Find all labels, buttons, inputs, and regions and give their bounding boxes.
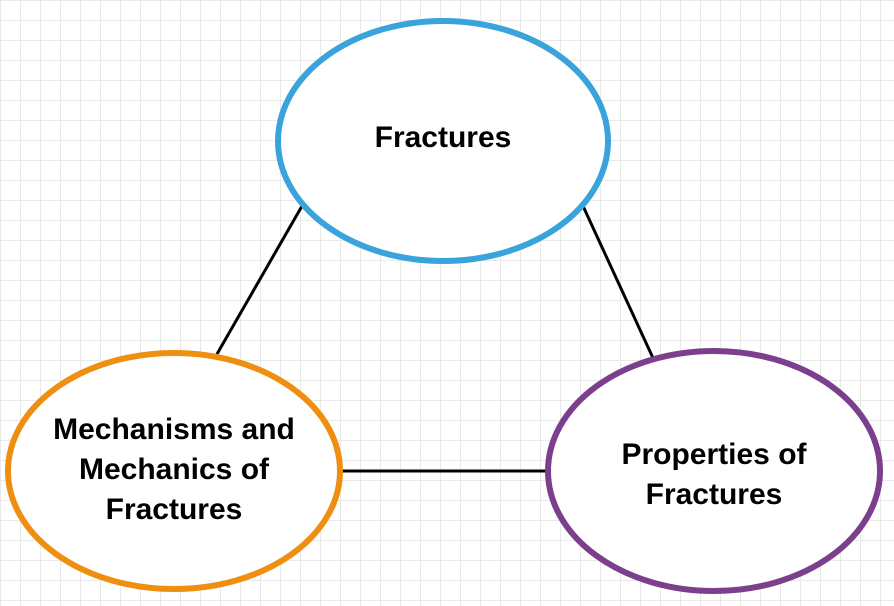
- edge-fractures-mechanisms: [215, 205, 304, 355]
- node-mechanisms-ellipse[interactable]: [5, 350, 343, 592]
- edge-fractures-properties: [581, 205, 655, 359]
- node-mechanisms-label: Mechanisms and Mechanics of Fractures: [53, 413, 295, 526]
- node-properties-ellipse[interactable]: [545, 348, 883, 594]
- node-fractures-label: Fractures: [374, 121, 512, 154]
- node-fractures-ellipse[interactable]: [275, 18, 611, 264]
- node-properties-label: Properties of Fractures: [621, 438, 807, 511]
